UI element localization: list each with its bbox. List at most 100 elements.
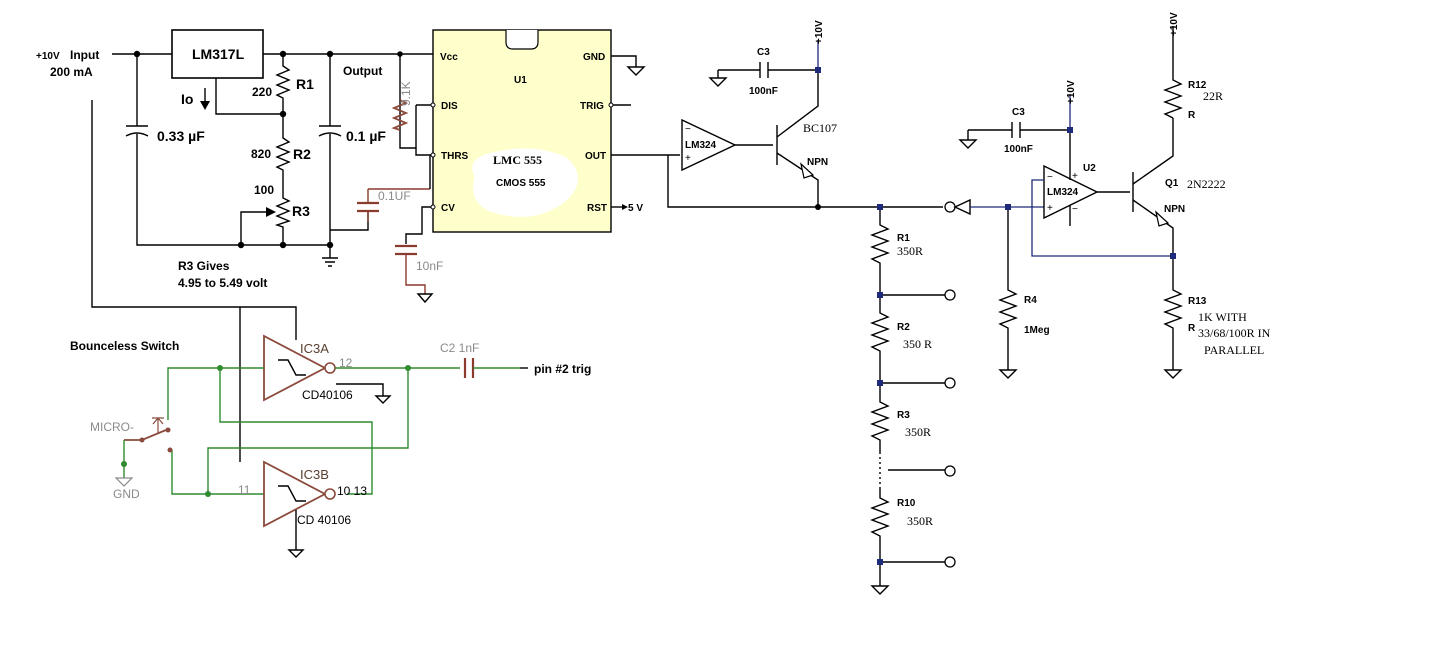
lm324-a-minus: − bbox=[685, 124, 691, 135]
io-arrow-head bbox=[200, 101, 210, 110]
u2-label: U2 bbox=[1083, 163, 1096, 174]
driver-stage-1: LM324 − + BC107 NPN +10V C3 100nF bbox=[667, 20, 837, 210]
dis-wire bbox=[415, 104, 431, 148]
node-ground bbox=[326, 241, 334, 249]
driver-stage-2: LM324 − + + − U2 +10V C3 100nF R4 1Meg Q… bbox=[944, 12, 1271, 379]
node-ladder-3 bbox=[877, 380, 883, 386]
r3-wiper-wire bbox=[240, 211, 268, 245]
pin2-trig-label: pin #2 trig bbox=[534, 362, 591, 376]
bounceless-label: Bounceless Switch bbox=[70, 339, 179, 353]
tap-terminal-2 bbox=[944, 377, 956, 389]
lm324-b-plus: + bbox=[1047, 203, 1053, 214]
cap01uf-capacitor bbox=[357, 201, 379, 213]
bc107-emitter-arrow bbox=[800, 162, 815, 179]
node-r13 bbox=[1170, 253, 1176, 259]
power-supply-section: +10V Input 200 mA LM317L Io 220 R1 820 R… bbox=[36, 29, 433, 290]
ic3b-pin11: 11 bbox=[238, 483, 251, 497]
r3-gives-label: R3 Gives bbox=[178, 259, 230, 273]
ladder-r3 bbox=[870, 383, 890, 452]
bc107-collector bbox=[776, 70, 819, 138]
u2-feedback-wire bbox=[1031, 179, 1173, 257]
ground-symbol-r13 bbox=[1163, 369, 1183, 379]
ground-symbol-ic3a bbox=[374, 395, 392, 404]
resistor-ladder: R1 350R R2 350 R R3 350R R10 350R bbox=[818, 204, 956, 595]
u1-lmc555: LMC 555 bbox=[493, 153, 542, 167]
micro-label: MICRO- bbox=[90, 420, 134, 434]
r4-label: R4 bbox=[1024, 295, 1037, 306]
ground-symbol-c3b bbox=[958, 139, 978, 149]
supply-to-ic3-wire bbox=[91, 100, 297, 340]
node-adj bbox=[279, 110, 287, 118]
r13-value-3: PARALLEL bbox=[1204, 343, 1264, 357]
r12-r: R bbox=[1188, 110, 1196, 121]
u1-trig-pin: TRIG bbox=[580, 101, 604, 112]
c3-a-label: C3 bbox=[757, 47, 770, 58]
bounceless-switch-section: Bounceless Switch IC3A 12 CD40106 C2 1nF… bbox=[70, 100, 591, 558]
ladder-r2 bbox=[870, 295, 890, 383]
q1-emitter-arrow bbox=[1155, 210, 1170, 227]
node-c3b bbox=[1067, 127, 1073, 133]
ground-symbol-micro bbox=[114, 477, 134, 487]
ladder-r2-value: 350 R bbox=[903, 337, 932, 351]
r3-label: R3 bbox=[292, 203, 310, 219]
u1-white-blob bbox=[472, 148, 578, 217]
ground-symbol-ic3b bbox=[287, 549, 305, 558]
node-green-2 bbox=[405, 365, 411, 371]
r13-value-1: 1K WITH bbox=[1198, 310, 1247, 324]
rst-arrow bbox=[622, 204, 628, 210]
input-label: Input bbox=[70, 48, 99, 62]
lm317-label: LM317L bbox=[192, 46, 245, 62]
ladder-r2-label: R2 bbox=[897, 322, 910, 333]
ic3a-hysteresis bbox=[278, 359, 306, 376]
lm324-b-minus: − bbox=[1047, 172, 1053, 183]
ground-symbol-ps bbox=[322, 257, 338, 267]
npn-b-label: NPN bbox=[1164, 204, 1185, 215]
ladder-r10-label: R10 bbox=[897, 498, 916, 509]
c033-capacitor bbox=[125, 125, 149, 137]
probe-arrow bbox=[953, 198, 971, 216]
micro-switch-contact-nc bbox=[165, 427, 171, 433]
cap01uf-label: 0.1UF bbox=[378, 189, 411, 203]
ic3a-bubble bbox=[324, 362, 336, 374]
r3-range-label: 4.95 to 5.49 volt bbox=[178, 276, 267, 290]
node-ladder-top bbox=[877, 204, 883, 210]
c3-a-capacitor bbox=[759, 62, 769, 78]
r2-value: 820 bbox=[251, 147, 271, 161]
node-ladder-4 bbox=[877, 559, 883, 565]
tap-terminal-1 bbox=[944, 289, 956, 301]
r12-value: 22R bbox=[1203, 89, 1223, 103]
cap10nf-capacitor bbox=[395, 244, 417, 256]
ic3b-hysteresis bbox=[278, 485, 306, 502]
node-r3-bottom bbox=[279, 241, 287, 249]
cross-feedback-b bbox=[207, 368, 409, 494]
r4-resistor bbox=[998, 207, 1018, 370]
lm324-a-label: LM324 bbox=[685, 140, 717, 151]
c033-label: 0.33 µF bbox=[157, 128, 205, 144]
cv-wire bbox=[405, 206, 431, 244]
io-label: Io bbox=[181, 91, 193, 107]
ic3b-label: IC3B bbox=[300, 467, 329, 482]
c01-label: 0.1 µF bbox=[346, 128, 386, 144]
r12-resistor bbox=[1163, 40, 1183, 119]
node-c3a bbox=[815, 67, 821, 73]
lm324-b-label: LM324 bbox=[1047, 187, 1079, 198]
ladder-r1-value: 350R bbox=[897, 244, 923, 258]
q1-collector bbox=[1132, 118, 1174, 185]
ic3a-part: CD40106 bbox=[302, 388, 353, 402]
lm324-b-vplus: + bbox=[1072, 171, 1078, 182]
node-c01-top bbox=[326, 50, 334, 58]
u1-thrs-pin: THRS bbox=[441, 151, 469, 162]
ic3a-label: IC3A bbox=[300, 341, 329, 356]
input-voltage-label: +10V bbox=[36, 51, 60, 62]
cap10nf-bottom-lead bbox=[405, 254, 426, 294]
plus10v-a-label: +10V bbox=[814, 20, 825, 44]
ladder-r1-label: R1 bbox=[897, 233, 910, 244]
c3-b-value: 100nF bbox=[1004, 144, 1033, 155]
lm324-b-vminus: − bbox=[1072, 204, 1078, 215]
cv-pin-dot bbox=[430, 204, 436, 210]
u1-cmos555: CMOS 555 bbox=[496, 178, 546, 189]
cv-ground-wire bbox=[330, 212, 369, 231]
micro-switch-contact-no bbox=[167, 447, 173, 453]
r13-resistor bbox=[1163, 256, 1183, 370]
